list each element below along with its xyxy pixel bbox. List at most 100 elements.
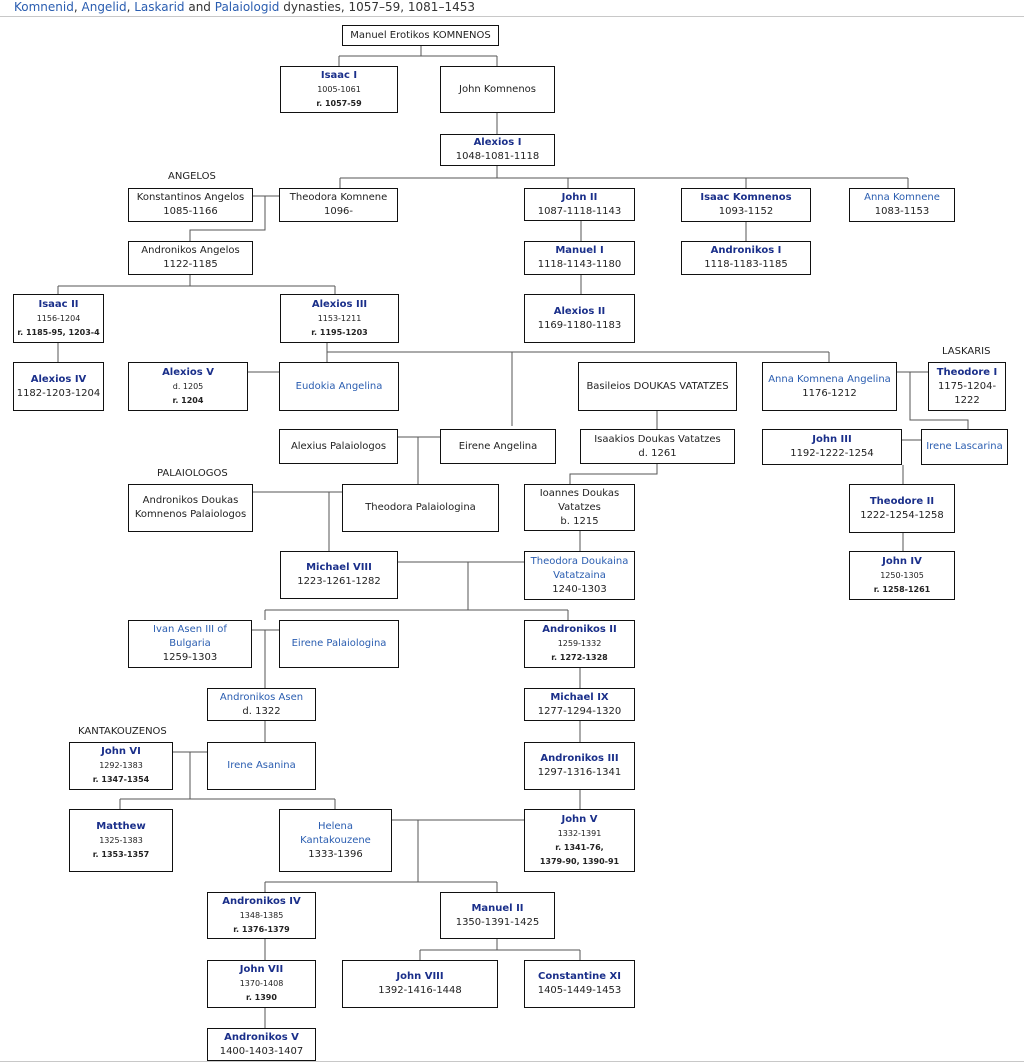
- person-dates: 1169-1180-1183: [537, 319, 622, 331]
- person-name[interactable]: Manuel I: [555, 245, 604, 256]
- person-reign: r. 1353-1357: [92, 849, 150, 859]
- person-box-theodora-komnene: Theodora Komnene 1096-: [279, 188, 398, 222]
- person-box-ivan-asen[interactable]: Ivan Asen III of Bulgaria 1259-1303: [128, 620, 252, 668]
- person-box-john-vii[interactable]: John VII 1370-1408 r. 1390: [207, 960, 316, 1008]
- person-name[interactable]: Isaac II: [38, 298, 79, 310]
- caption-rest: dynasties, 1057–59, 1081–1453: [279, 0, 475, 14]
- person-box-andronikos-v[interactable]: Andronikos V 1400-1403-1407: [207, 1028, 316, 1061]
- person-box-john-vi[interactable]: John VI 1292-1383 r. 1347-1354: [69, 742, 173, 790]
- person-box-irene-asanina[interactable]: Irene Asanina: [207, 742, 316, 790]
- person-box-theodora-doukaina[interactable]: Theodora Doukaina Vatatzaina 1240-1303: [524, 551, 635, 600]
- person-box-john-ii[interactable]: John II 1087-1118-1143: [524, 188, 635, 221]
- person-name[interactable]: Ivan Asen III of Bulgaria: [153, 624, 227, 649]
- person-box-michael-viii[interactable]: Michael VIII 1223-1261-1282: [280, 551, 398, 599]
- person-box-isaac-ii[interactable]: Isaac II 1156-1204 r. 1185-95, 1203-4: [13, 294, 104, 343]
- person-name[interactable]: Theodore II: [869, 495, 935, 507]
- person-box-andronikos-i[interactable]: Andronikos I 1118-1183-1185: [681, 241, 811, 275]
- person-name[interactable]: Anna Komnene: [864, 192, 940, 203]
- person-name[interactable]: Michael IX: [550, 691, 609, 703]
- person-name[interactable]: Isaac I: [320, 69, 358, 81]
- person-box-helena-kantakouzene[interactable]: Helena Kantakouzene 1333-1396: [279, 809, 392, 872]
- person-box-manuel-ii[interactable]: Manuel II 1350-1391-1425: [440, 892, 555, 939]
- person-name[interactable]: Alexios I: [473, 137, 522, 148]
- person-name[interactable]: Eudokia Angelina: [295, 380, 383, 392]
- person-name[interactable]: Irene Asanina: [227, 760, 296, 771]
- link-laskarid[interactable]: Laskarid: [134, 0, 185, 14]
- person-box-anna-komnene[interactable]: Anna Komnene 1083-1153: [849, 188, 955, 222]
- person-name[interactable]: Andronikos Asen: [219, 691, 304, 703]
- person-name[interactable]: Alexios IV: [30, 373, 87, 385]
- person-name[interactable]: Eirene Palaiologina: [291, 638, 387, 649]
- person-name[interactable]: Helena Kantakouzene: [300, 820, 371, 846]
- person-name[interactable]: Alexios V: [162, 366, 214, 378]
- person-name-line2: Komnenos Palaiologos: [134, 509, 247, 520]
- connector-line: [398, 436, 440, 492]
- person-dates: d. 1322: [242, 705, 281, 717]
- person-box-john-v[interactable]: John V 1332-1391 r. 1341-76, 1379-90, 13…: [524, 809, 635, 872]
- person-dates: 1156-1204: [36, 313, 81, 323]
- house-label-angelos: ANGELOS: [168, 171, 216, 182]
- person-box-irene-lascarina[interactable]: Irene Lascarina: [921, 429, 1008, 465]
- person-name[interactable]: Isaac Komnenos: [700, 192, 792, 203]
- person-box-eudokia-angelina[interactable]: Eudokia Angelina: [279, 362, 399, 411]
- person-box-alexios-v[interactable]: Alexios V d. 1205 r. 1204: [128, 362, 248, 411]
- person-name[interactable]: Constantine XI: [538, 971, 621, 982]
- person-box-john-iv[interactable]: John IV 1250-1305 r. 1258-1261: [849, 551, 955, 600]
- person-box-john-iii[interactable]: John III 1192-1222-1254: [762, 429, 902, 465]
- person-name[interactable]: John V: [561, 813, 598, 825]
- person-dates: d. 1205: [172, 381, 204, 391]
- person-box-michael-ix[interactable]: Michael IX 1277-1294-1320: [524, 688, 635, 721]
- person-box-anna-komnena-angelina[interactable]: Anna Komnena Angelina 1176-1212: [762, 362, 897, 411]
- person-name: Konstantinos Angelos: [136, 192, 245, 203]
- person-name[interactable]: John IV: [882, 555, 922, 567]
- person-box-theodore-ii[interactable]: Theodore II 1222-1254-1258: [849, 484, 955, 533]
- person-name[interactable]: Manuel II: [471, 902, 524, 914]
- person-name[interactable]: Matthew: [96, 820, 146, 832]
- person-box-john-viii[interactable]: John VIII 1392-1416-1448: [342, 960, 498, 1008]
- link-komnenid[interactable]: Komnenid: [14, 0, 74, 14]
- connector-line: [569, 464, 658, 484]
- person-name[interactable]: John III: [812, 434, 852, 445]
- person-name[interactable]: Andronikos IV: [222, 895, 301, 907]
- person-name[interactable]: Irene Lascarina: [926, 441, 1003, 452]
- person-name[interactable]: Andronikos II: [542, 624, 617, 635]
- link-palaiologid[interactable]: Palaiologid: [214, 0, 280, 14]
- person-box-constantine-xi[interactable]: Constantine XI 1405-1449-1453: [524, 960, 635, 1008]
- person-name: Manuel Erotikos KOMNENOS: [350, 29, 491, 41]
- person-reign: r. 1057-59: [316, 98, 362, 108]
- person-name-line2[interactable]: Vatatzaina: [553, 569, 606, 581]
- person-name[interactable]: Theodora Doukaina: [530, 555, 629, 567]
- person-box-eirene-palaiologina[interactable]: Eirene Palaiologina: [279, 620, 399, 668]
- person-box-theodore-i[interactable]: Theodore I 1175-1204-1222: [928, 362, 1006, 411]
- link-angelid[interactable]: Angelid: [81, 0, 127, 14]
- person-box-andronikos-iii[interactable]: Andronikos III 1297-1316-1341: [524, 742, 635, 790]
- person-box-matthew[interactable]: Matthew 1325-1383 r. 1353-1357: [69, 809, 173, 872]
- person-name[interactable]: Andronikos V: [224, 1031, 299, 1043]
- person-box-manuel-i[interactable]: Manuel I 1118-1143-1180: [524, 241, 635, 275]
- person-box-alexios-ii[interactable]: Alexios II 1169-1180-1183: [524, 294, 635, 343]
- person-box-andronikos-asen[interactable]: Andronikos Asen d. 1322: [207, 688, 316, 721]
- person-box-andronikos-iv[interactable]: Andronikos IV 1348-1385 r. 1376-1379: [207, 892, 316, 939]
- person-reign: r. 1204: [172, 395, 204, 405]
- person-dates: 1093-1152: [718, 206, 774, 217]
- person-name[interactable]: Andronikos I: [710, 245, 782, 256]
- person-name[interactable]: Theodore I: [936, 366, 998, 378]
- person-box-alexios-iii[interactable]: Alexios III 1153-1211 r. 1195-1203: [280, 294, 399, 343]
- person-name[interactable]: Anna Komnena Angelina: [768, 373, 891, 385]
- person-name[interactable]: John VIII: [396, 971, 444, 982]
- person-name[interactable]: John VII: [239, 964, 284, 975]
- person-name[interactable]: John VI: [101, 746, 141, 757]
- person-box-alexios-iv[interactable]: Alexios IV 1182-1203-1204: [13, 362, 104, 411]
- person-box-theodora-palaiologina: Theodora Palaiologina: [342, 484, 499, 532]
- person-name[interactable]: John II: [561, 191, 598, 203]
- person-box-isaac-komnenos[interactable]: Isaac Komnenos 1093-1152: [681, 188, 811, 222]
- person-name[interactable]: Alexios II: [553, 305, 606, 317]
- person-box-andronikos-ii[interactable]: Andronikos II 1259-1332 r. 1272-1328: [524, 620, 635, 668]
- person-dates: 1259-1332: [557, 639, 602, 648]
- person-box-alexios-i[interactable]: Alexios I 1048-1081-1118: [440, 134, 555, 166]
- person-name[interactable]: Andronikos III: [540, 753, 619, 764]
- person-name[interactable]: Alexios III: [311, 298, 368, 310]
- person-box-ioannes-doukas: Ioannes Doukas Vatatzes b. 1215: [524, 484, 635, 531]
- person-name[interactable]: Michael VIII: [306, 562, 372, 573]
- person-box-isaac-i[interactable]: Isaac I 1005-1061 r. 1057-59: [280, 66, 398, 113]
